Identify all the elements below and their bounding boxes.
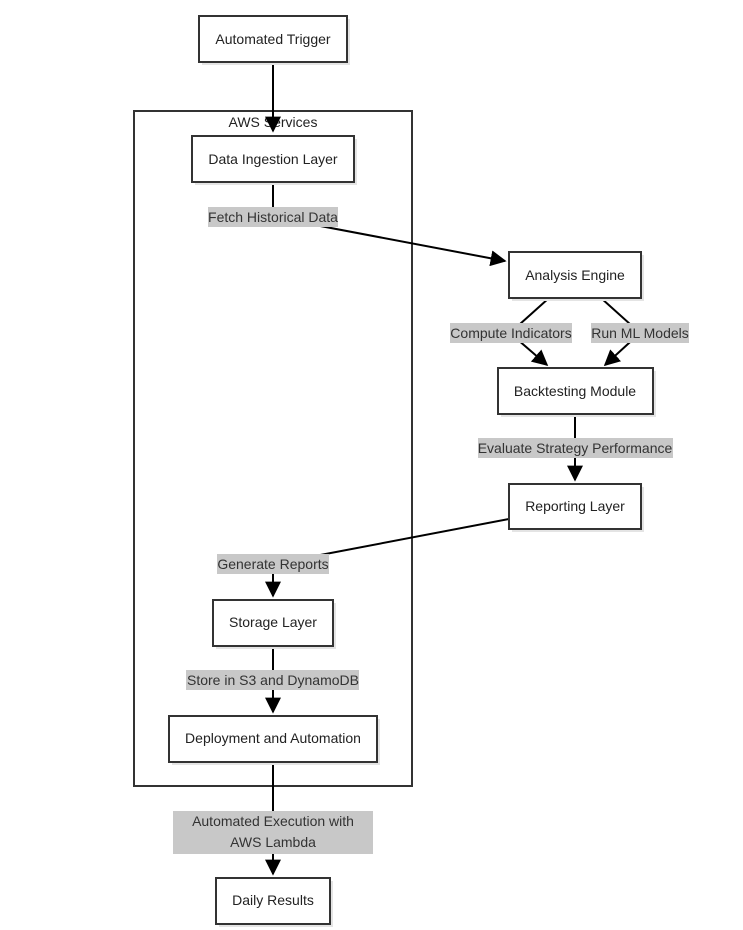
- edge-label-compute: Compute Indicators: [450, 323, 572, 343]
- edge-label-lambda: Automated Execution with AWS Lambda: [173, 811, 373, 854]
- node-backtesting-module-label: Backtesting Module: [514, 383, 636, 399]
- edge-label-fetch: Fetch Historical Data: [208, 207, 338, 227]
- edge-label-lambda-line2: AWS Lambda: [230, 834, 316, 850]
- node-deployment-automation-label: Deployment and Automation: [185, 730, 361, 746]
- node-backtesting-module: Backtesting Module: [497, 367, 656, 417]
- node-automated-trigger-label: Automated Trigger: [215, 31, 331, 47]
- edge-label-generate-text: Generate Reports: [217, 556, 328, 572]
- node-data-ingestion-label: Data Ingestion Layer: [208, 151, 338, 167]
- edge-label-ml-text: Run ML Models: [591, 325, 689, 341]
- node-daily-results: Daily Results: [215, 877, 333, 927]
- edge-label-store-text: Store in S3 and DynamoDB: [187, 672, 359, 688]
- edge-label-lambda-line1: Automated Execution with: [192, 813, 354, 829]
- node-automated-trigger: Automated Trigger: [198, 15, 350, 65]
- node-analysis-engine-label: Analysis Engine: [525, 267, 625, 283]
- node-reporting-layer: Reporting Layer: [508, 483, 644, 532]
- node-storage-layer: Storage Layer: [212, 599, 336, 649]
- edge-label-evaluate-text: Evaluate Strategy Performance: [478, 440, 673, 456]
- edge-label-evaluate: Evaluate Strategy Performance: [478, 438, 673, 458]
- edge-label-ml: Run ML Models: [591, 323, 689, 343]
- node-deployment-automation: Deployment and Automation: [168, 715, 380, 765]
- edge-label-generate: Generate Reports: [217, 554, 329, 574]
- edge-label-fetch-text: Fetch Historical Data: [208, 209, 338, 225]
- node-storage-layer-label: Storage Layer: [229, 614, 317, 630]
- edge-label-store: Store in S3 and DynamoDB: [186, 670, 359, 690]
- node-data-ingestion: Data Ingestion Layer: [191, 135, 357, 185]
- edge-label-compute-text: Compute Indicators: [450, 325, 571, 341]
- node-analysis-engine: Analysis Engine: [508, 251, 644, 301]
- node-daily-results-label: Daily Results: [232, 892, 314, 908]
- node-reporting-layer-label: Reporting Layer: [525, 498, 625, 514]
